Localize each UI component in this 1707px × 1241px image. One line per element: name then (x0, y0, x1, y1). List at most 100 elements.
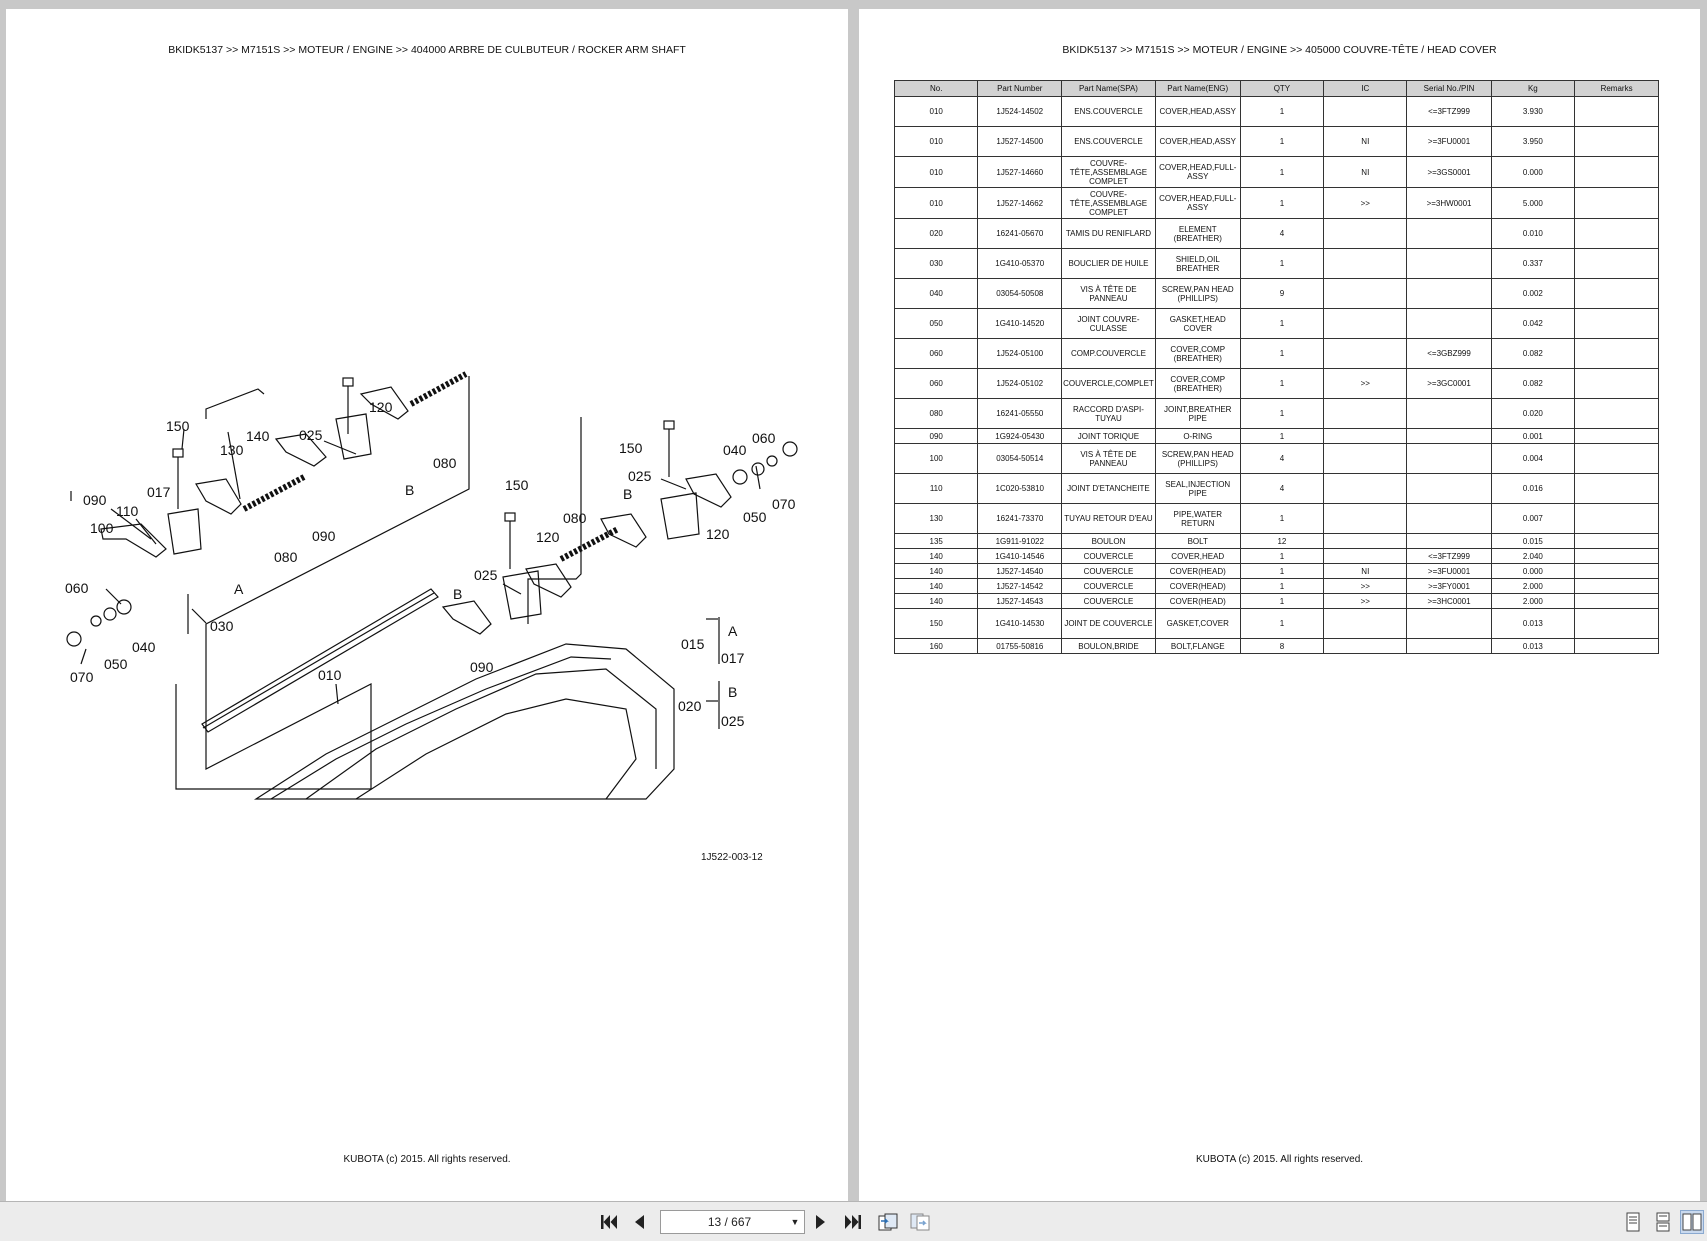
ic-cell (1323, 338, 1408, 369)
part-no-cell: 130 (893, 503, 979, 534)
part-no-cell: 030 (893, 248, 979, 279)
serial-cell (1406, 278, 1492, 309)
qty-cell: 4 (1239, 473, 1325, 504)
weight-cell: 3.930 (1490, 96, 1576, 127)
part-name-eng-cell: SCREW,PAN HEAD (PHILLIPS) (1154, 443, 1241, 474)
ic-cell: >> (1323, 593, 1408, 609)
part-name-eng-cell: COVER(HEAD) (1154, 578, 1241, 594)
part-name-spa-cell: ENS.COUVERCLE (1061, 96, 1156, 127)
part-no-cell: 060 (893, 338, 979, 369)
qty-cell: 1 (1239, 428, 1325, 444)
left-document-page: BKIDK5137 >> M7151S >> MOTEUR / ENGINE >… (6, 9, 848, 1201)
previous-view-button[interactable] (876, 1210, 900, 1234)
callout-label: 050 (104, 656, 128, 672)
weight-cell: 0.015 (1490, 533, 1576, 549)
callout-label: 060 (752, 430, 776, 446)
part-number-cell: 1G410-14520 (977, 308, 1063, 339)
weight-cell: 0.020 (1490, 398, 1576, 429)
column-header: IC (1323, 80, 1408, 97)
chevron-down-icon[interactable]: ▼ (790, 1217, 800, 1227)
callout-label: 080 (433, 455, 457, 471)
callout-label: 040 (132, 639, 156, 655)
weight-cell: 0.002 (1490, 278, 1576, 309)
last-page-button[interactable] (842, 1210, 864, 1234)
qty-cell: 1 (1239, 156, 1325, 188)
callout-label: 090 (83, 492, 107, 508)
part-number-cell: 1G410-05370 (977, 248, 1063, 279)
callout-label: 120 (706, 526, 730, 542)
callout-label: 050 (743, 509, 767, 525)
single-page-view-button[interactable] (1622, 1210, 1644, 1234)
part-number-cell: 1G924-05430 (977, 428, 1063, 444)
weight-cell: 0.082 (1490, 338, 1576, 369)
column-header: Remarks (1574, 80, 1659, 97)
part-name-eng-cell: GASKET,HEAD COVER (1154, 308, 1241, 339)
qty-cell: 1 (1239, 308, 1325, 339)
part-name-eng-cell: GASKET,COVER (1154, 608, 1241, 639)
remarks-cell (1574, 187, 1659, 219)
continuous-view-button[interactable] (1652, 1210, 1674, 1234)
qty-cell: 8 (1239, 638, 1325, 654)
part-name-eng-cell: JOINT,BREATHER PIPE (1154, 398, 1241, 429)
viewer-toolbar: 13 / 667 ▼ (0, 1201, 1707, 1241)
weight-cell: 0.007 (1490, 503, 1576, 534)
back-view-icon (878, 1213, 898, 1231)
part-name-spa-cell: VIS À TÊTE DE PANNEAU (1061, 443, 1156, 474)
part-name-spa-cell: BOULON (1061, 533, 1156, 549)
column-header: Part Name(SPA) (1061, 80, 1156, 97)
part-name-eng-cell: BOLT (1154, 533, 1241, 549)
qty-cell: 1 (1239, 187, 1325, 219)
previous-page-button[interactable] (630, 1210, 648, 1234)
next-page-button[interactable] (812, 1210, 830, 1234)
part-name-spa-cell: COUVERCLE,COMPLET (1061, 368, 1156, 399)
part-no-cell: 140 (893, 578, 979, 594)
ic-cell (1323, 638, 1408, 654)
callout-label: B (728, 684, 737, 700)
remarks-cell (1574, 398, 1659, 429)
first-page-button[interactable] (598, 1210, 620, 1234)
part-name-eng-cell: SHIELD,OIL BREATHER (1154, 248, 1241, 279)
serial-cell (1406, 473, 1492, 504)
last-page-icon (845, 1215, 861, 1229)
part-name-spa-cell: JOINT COUVRE-CULASSE (1061, 308, 1156, 339)
ic-cell (1323, 218, 1408, 249)
remarks-cell (1574, 368, 1659, 399)
weight-cell: 2.000 (1490, 578, 1576, 594)
qty-cell: 1 (1239, 563, 1325, 579)
serial-cell (1406, 398, 1492, 429)
part-number-cell: 1G911-91022 (977, 533, 1063, 549)
part-name-eng-cell: COVER,HEAD,ASSY (1154, 126, 1241, 157)
qty-cell: 1 (1239, 368, 1325, 399)
serial-cell (1406, 218, 1492, 249)
serial-cell: <=3FTZ999 (1406, 96, 1492, 127)
part-number-cell: 1J524-05100 (977, 338, 1063, 369)
part-name-eng-cell: SEAL,INJECTION PIPE (1154, 473, 1241, 504)
part-name-eng-cell: COVER,COMP (BREATHER) (1154, 368, 1241, 399)
next-view-button[interactable] (908, 1210, 932, 1234)
callout-label: A (728, 623, 738, 639)
serial-cell: >=3GS0001 (1406, 156, 1492, 188)
remarks-cell (1574, 608, 1659, 639)
serial-cell: >=3HC0001 (1406, 593, 1492, 609)
part-number-cell: 16241-73370 (977, 503, 1063, 534)
weight-cell: 0.082 (1490, 368, 1576, 399)
page-number-field[interactable]: 13 / 667 ▼ (660, 1210, 805, 1234)
part-number-cell: 1G410-14546 (977, 548, 1063, 564)
part-name-spa-cell: COMP.COUVERCLE (1061, 338, 1156, 369)
facing-pages-view-button[interactable] (1680, 1210, 1704, 1234)
serial-cell (1406, 503, 1492, 534)
prev-page-icon (635, 1215, 644, 1229)
callout-label: 140 (246, 428, 270, 444)
callout-label: 020 (678, 698, 702, 714)
